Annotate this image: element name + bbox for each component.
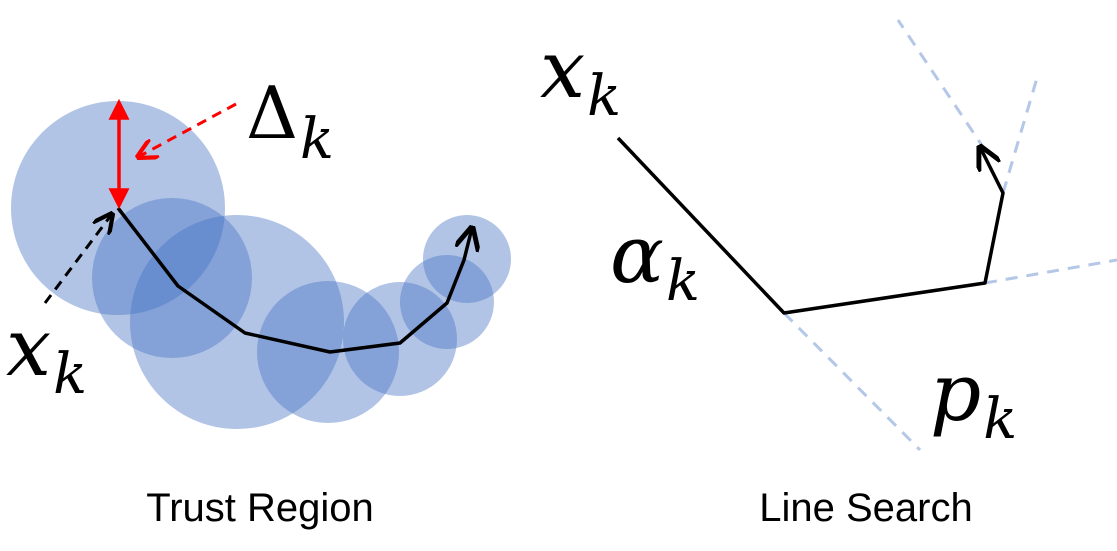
search-direction-lines <box>782 19 1117 452</box>
search-direction-4 <box>1001 77 1039 194</box>
trust-region-path <box>116 206 472 354</box>
search-direction-3 <box>896 19 987 151</box>
line-search-caption: Line Search <box>759 486 972 530</box>
alpha-k-label: αk <box>610 208 700 314</box>
x-k-label-trust: xk <box>6 301 87 407</box>
trust-region-caption: Trust Region <box>146 486 374 530</box>
line-search-path <box>616 136 1005 315</box>
search-direction-2 <box>984 258 1117 285</box>
xk-pointer-arrow <box>43 214 112 304</box>
search-direction-1 <box>782 311 922 452</box>
delta-pointer-arrow <box>138 102 237 157</box>
p-k-label: pk <box>930 346 1017 452</box>
trust-region-circle-7 <box>423 215 511 303</box>
trust-region-circle-5 <box>343 282 457 396</box>
delta-k-label: Δk <box>246 71 334 172</box>
trust-region-panel: Δk xk Trust Region <box>6 71 511 530</box>
line-search-panel: xk αk pk Line Search <box>540 19 1117 530</box>
trust-region-circle-3 <box>130 215 344 429</box>
x-k-label-line: xk <box>540 23 621 129</box>
